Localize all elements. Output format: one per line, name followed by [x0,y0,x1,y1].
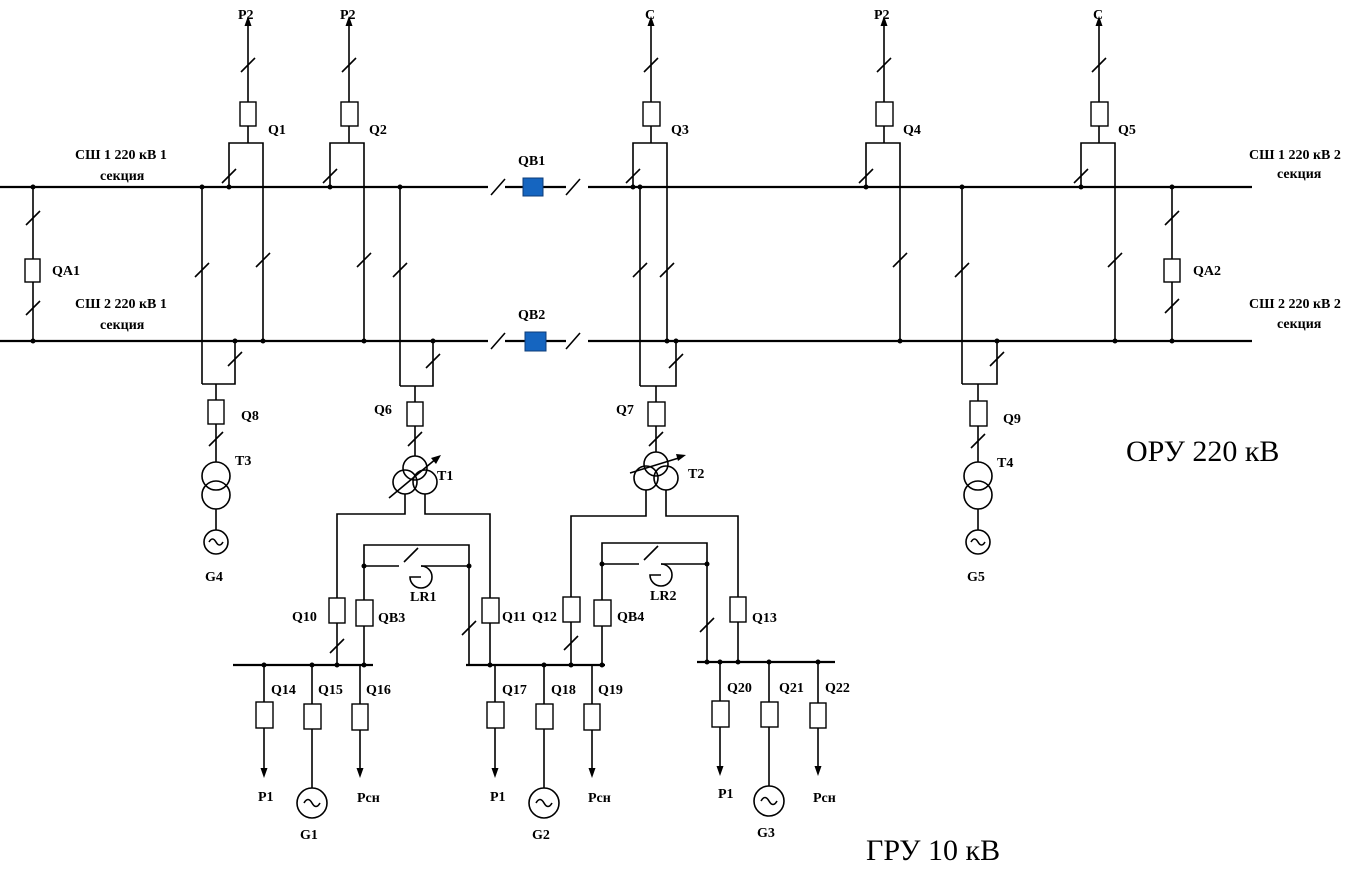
label-q15: Q15 [318,683,343,698]
label-qa1: QA1 [52,264,80,279]
transformer-t1 [388,455,441,499]
label-g2: G2 [532,828,550,843]
transformer-bay-q6 [392,184,441,456]
label-q5: Q5 [1118,123,1136,138]
line-label-5: C [1093,8,1103,23]
bus-label-sh1-right: СШ 1 220 кВ 2 [1249,148,1341,163]
line-label-4: P2 [874,8,890,23]
label-q16: Q16 [366,683,391,698]
gru-feeder-q15 [296,662,328,819]
label-t4: T4 [997,456,1013,471]
label-q2: Q2 [369,123,387,138]
label-g3: G3 [757,826,775,841]
label-q4: Q4 [903,123,921,138]
bus-label-sh2-left-section: секция [100,318,145,333]
section-title-oru: ОРУ 220 кВ [1126,435,1279,468]
bus-label-sh1-right-section: секция [1277,167,1322,182]
label-g4: G4 [205,570,223,585]
label-qb1: QB1 [518,154,545,169]
transformer-t2 [629,451,686,491]
bus-label-sh1-left: СШ 1 220 кВ 1 [75,148,167,163]
t2-low-voltage-windings [562,490,747,665]
label-q9: Q9 [1003,412,1021,427]
label-qb3: QB3 [378,611,405,626]
section-title-gru: ГРУ 10 кВ [866,834,1000,867]
label-q22: Q22 [825,681,850,696]
label-q12: Q12 [532,610,557,625]
gru-feeder-q21 [753,659,785,817]
line-label-2: P2 [340,8,356,23]
generator-bay-q8 [194,184,243,555]
line-bay-q1 [221,16,271,344]
label-q7: Q7 [616,403,634,418]
load-label-p1-1: P1 [258,790,274,805]
gru-feeder-q17 [486,665,505,778]
label-q3: Q3 [671,123,689,138]
gru-feeder-q20 [711,659,730,776]
label-g5: G5 [967,570,985,585]
load-label-p1-2: P1 [490,790,506,805]
label-q14: Q14 [271,683,296,698]
label-qb2: QB2 [518,308,545,323]
label-q11: Q11 [502,610,526,625]
label-q18: Q18 [551,683,576,698]
label-q10: Q10 [292,610,317,625]
label-lr2: LR2 [650,589,676,604]
label-t3: T3 [235,454,251,469]
label-lr1: LR1 [410,590,436,605]
load-label-p1-3: P1 [718,787,734,802]
label-t1: T1 [437,469,453,484]
line-bay-q5 [1073,16,1123,344]
label-q8: Q8 [241,409,259,424]
line-label-1: P2 [238,8,254,23]
label-q21: Q21 [779,681,804,696]
label-qb4: QB4 [617,610,644,625]
t1-low-voltage-windings [328,494,500,665]
line-label-3: C [645,8,655,23]
gru-feeder-q22 [809,659,827,776]
reactor-lr2 [593,542,715,665]
bus-label-sh2-right-section: секция [1277,317,1322,332]
gru-feeder-q18 [528,662,560,819]
label-g1: G1 [300,828,318,843]
transformer-bay-q7 [632,184,684,452]
label-q17: Q17 [502,683,527,698]
bus-label-sh1-left-section: секция [100,169,145,184]
load-label-rsn-3: Рсн [813,791,836,806]
bus-coupler-qa1 [24,184,41,344]
gru-feeder-q14 [255,662,274,778]
gru-feeder-q19 [583,665,601,778]
generator-bay-q9 [954,184,1005,555]
bus-label-sh2-left: СШ 2 220 кВ 1 [75,297,167,312]
reactor-lr1 [355,544,477,665]
label-q1: Q1 [268,123,286,138]
label-qa2: QA2 [1193,264,1221,279]
gru-busbars [233,659,835,668]
label-q6: Q6 [374,403,392,418]
sectional-breaker-qb2 [488,331,588,352]
gru-feeder-q16 [351,665,369,778]
sectional-breaker-qb1 [488,177,588,197]
label-q20: Q20 [727,681,752,696]
load-label-rsn-2: Рсн [588,791,611,806]
label-q13: Q13 [752,611,777,626]
label-q19: Q19 [598,683,623,698]
line-bay-q4 [858,16,908,344]
line-bay-q3 [625,16,675,344]
bus-coupler-qa2 [1163,184,1181,344]
line-bay-q2 [322,16,372,344]
label-t2: T2 [688,467,704,482]
load-label-rsn-1: Рсн [357,791,380,806]
bus-label-sh2-right: СШ 2 220 кВ 2 [1249,297,1341,312]
